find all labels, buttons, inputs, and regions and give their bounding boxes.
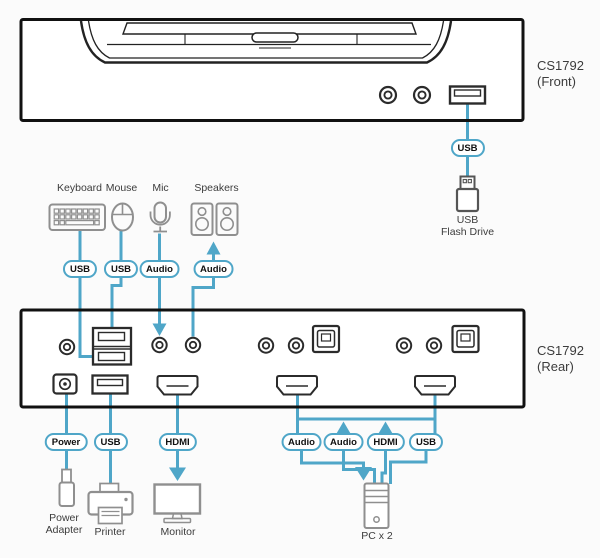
badge-power: Power: [44, 433, 88, 451]
power-adapter-label: Power Adapter: [46, 512, 83, 536]
rear-audio-jack-icon-2: [151, 336, 168, 354]
pc-label: PC x 2: [361, 530, 393, 542]
cable-arrowheads: [152, 241, 393, 481]
usb-flash-drive-label-line1: USB: [456, 214, 479, 226]
arrow-up-pc-hdmi: [378, 421, 393, 434]
badge-pc-audio-1: Audio: [281, 433, 322, 451]
rear-audio-jack-icon-3: [184, 336, 202, 354]
front-tray: [79, 20, 453, 64]
printer-icon: [87, 482, 134, 525]
front-audio-jack-icon-1: [378, 85, 398, 105]
arrow-down-monitor: [169, 467, 186, 481]
badge-monitor-hdmi: HDMI: [158, 433, 197, 451]
rear-ports: [52, 324, 480, 396]
front-audio-jack-icon-2: [412, 85, 432, 105]
rear-usb-b-port-icon-1: [311, 324, 341, 354]
usb-flash-drive-icon: [455, 175, 480, 213]
badge-printer-usb: USB: [93, 433, 128, 451]
front-device-model: CS1792: [537, 58, 584, 73]
usb-flash-drive-label: USB Flash Drive: [441, 214, 494, 238]
monitor-icon: [153, 483, 202, 524]
speakers-icon: [190, 202, 239, 236]
badge-pc-usb: USB: [408, 433, 444, 451]
badge-mouse-usb: USB: [103, 260, 139, 278]
arrow-up-pc-audio2: [336, 421, 351, 434]
monitor-label: Monitor: [160, 526, 196, 538]
rear-usb-port-stack-icon: [91, 326, 133, 366]
connection-lines: [65, 104, 469, 484]
front-device-outline: [19, 18, 525, 122]
rear-device-model: CS1792: [537, 343, 584, 358]
badge-keyboard-usb: USB: [62, 260, 98, 278]
front-ports: [378, 85, 487, 105]
front-usb-port-icon: [448, 85, 487, 105]
keyboard-label: Keyboard: [57, 182, 102, 194]
printer-label: Printer: [94, 526, 126, 538]
rear-usb-a-port-icon: [91, 374, 129, 395]
rear-hdmi-port-icon-3: [414, 375, 456, 396]
rear-audio-jack-icon-5: [287, 337, 305, 354]
rear-device-view: (Rear): [537, 359, 574, 374]
rear-device-outline: [19, 308, 526, 409]
rear-device-label: CS1792 (Rear): [537, 343, 584, 375]
badge-mic-audio: Audio: [139, 260, 180, 278]
cable-pc-usb-down: [389, 450, 428, 484]
mic-icon: [149, 201, 171, 233]
mouse-label: Mouse: [105, 182, 138, 194]
keyboard-icon: [48, 203, 106, 231]
rear-audio-jack-icon-4: [257, 337, 275, 354]
rear-audio-jack-icon-6: [395, 337, 413, 354]
rear-audio-jack-icon-1: [58, 338, 76, 356]
power-adapter-icon: [58, 468, 75, 507]
arrow-down-mic: [152, 323, 167, 336]
front-device-view: (Front): [537, 74, 576, 89]
cable-pc-audio1-down: [300, 450, 365, 468]
cable-pc-hdmi-down: [380, 450, 387, 484]
arrow-up-speakers: [206, 241, 221, 255]
badge-front-usb: USB: [450, 139, 485, 157]
badge-pc-hdmi: HDMI: [366, 433, 405, 451]
front-device-label: CS1792 (Front): [537, 58, 584, 90]
badge-pc-audio-2: Audio: [323, 433, 364, 451]
rear-dc-power-jack-icon: [52, 373, 78, 395]
power-adapter-label-line1: Power: [49, 512, 79, 524]
rear-usb-b-port-icon-2: [451, 324, 480, 354]
power-adapter-label-line2: Adapter: [45, 524, 83, 536]
rear-hdmi-port-icon-2: [276, 375, 318, 396]
rear-audio-jack-icon-7: [425, 337, 443, 354]
rear-hdmi-port-icon-1: [156, 375, 199, 396]
speakers-label: Speakers: [194, 182, 239, 194]
mouse-icon: [111, 202, 134, 232]
mic-label: Mic: [152, 182, 169, 194]
cable-mouse: [110, 231, 123, 328]
arrow-down-pc: [355, 467, 372, 481]
pc-tower-icon: [363, 482, 390, 529]
badge-speakers-audio: Audio: [193, 260, 234, 278]
usb-flash-drive-label-line2: Flash Drive: [440, 226, 495, 238]
peripheral-icons: [48, 201, 390, 529]
